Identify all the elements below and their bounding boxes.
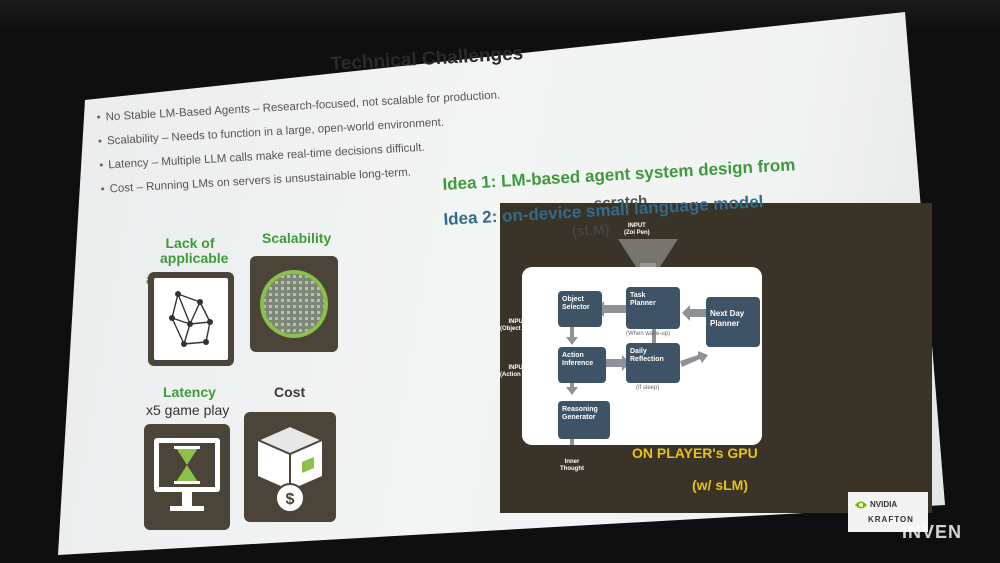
panel-arrows — [566, 301, 708, 445]
sponsor-logos: NVIDIA KRAFTON — [848, 492, 928, 532]
cost-label: Cost — [274, 384, 306, 400]
cost-tile: $ — [244, 412, 336, 522]
gpu-label: ON PLAYER's GPU — [632, 445, 758, 461]
architecture-diagram: INPUT (Zoi Pen) Object Selector Task Pla… — [500, 203, 932, 513]
city-globe-icon — [260, 270, 328, 338]
scalability-label: Scalability — [262, 230, 332, 246]
daily-reflection-node: Daily Reflection — [626, 343, 680, 383]
if-sleep-caption: (If sleep) — [636, 385, 660, 391]
input-object-list: INPUT (Object List) — [500, 319, 536, 332]
network-graph-icon — [154, 278, 228, 360]
nvidia-logo: NVIDIA — [870, 500, 898, 509]
input-zoi-pen: INPUT (Zoi Pen) — [624, 223, 650, 236]
task-planner-node: Task Planner — [626, 287, 680, 329]
object-selector-node: Object Selector — [558, 291, 602, 327]
krafton-logo: KRAFTON — [868, 515, 914, 524]
inven-watermark: INVEN — [902, 522, 963, 542]
next-day-planner-node: Next Day Planner — [706, 297, 760, 347]
idea-2-overflow: (sLM) — [571, 220, 610, 240]
money-box-icon: $ — [255, 424, 325, 513]
scalability-tile — [250, 256, 338, 352]
svg-text:$: $ — [286, 491, 295, 508]
latency-sublabel: x5 game play — [146, 402, 230, 418]
hourglass-monitor-icon — [154, 438, 220, 511]
nvidia-eye-icon — [855, 501, 867, 509]
applicable-label: Lack of applicable — [160, 235, 229, 266]
system-panel: Object Selector Task Planner (When wake-… — [522, 267, 762, 445]
when-wakeup-caption: (When wake-up) — [626, 331, 671, 337]
input-action-list: INPUT (Action List) — [500, 365, 535, 378]
gpu-sublabel: (w/ sLM) — [692, 477, 748, 493]
action-inference-node: Action Inference — [558, 347, 606, 383]
inner-thought-output: Inner Thought — [560, 459, 584, 472]
network-tile — [148, 272, 234, 366]
latency-tile — [144, 424, 230, 530]
latency-label: Latency — [163, 384, 216, 400]
reasoning-generator-node: Reasoning Generator — [558, 401, 610, 439]
